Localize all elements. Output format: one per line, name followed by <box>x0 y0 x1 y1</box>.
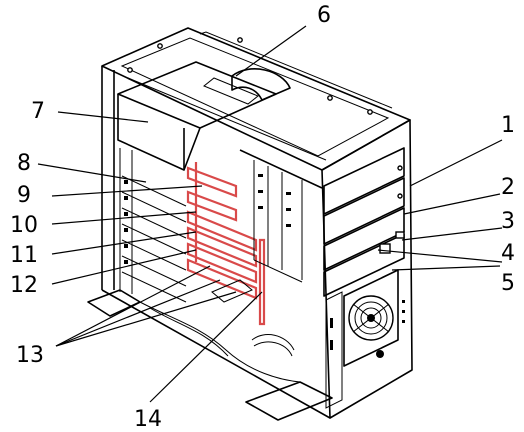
callout-8: 8 <box>17 151 31 176</box>
callout-1: 1 <box>501 113 515 138</box>
callout-6: 6 <box>317 3 331 28</box>
top-rails <box>127 31 393 161</box>
power-supply <box>117 61 277 171</box>
callout-2: 2 <box>501 175 515 200</box>
cables <box>211 279 295 357</box>
top-handle <box>231 68 291 101</box>
callout-9: 9 <box>17 183 31 208</box>
chassis-base <box>87 289 333 421</box>
chassis-outline <box>101 27 413 419</box>
front-lower-panel <box>325 291 405 409</box>
drive-cage <box>239 149 323 283</box>
front-drive-bays <box>323 147 405 297</box>
front-fan <box>343 269 399 367</box>
callout-7: 7 <box>31 99 45 124</box>
callout-14: 14 <box>134 407 162 432</box>
rear-slot-guides <box>119 148 187 303</box>
callout-5: 5 <box>501 271 515 296</box>
callout-3: 3 <box>501 209 515 234</box>
callout-13: 13 <box>16 343 44 368</box>
callout-4: 4 <box>501 241 515 266</box>
callout-labels: 1 2 3 4 5 6 7 8 9 10 11 12 13 14 <box>10 3 515 432</box>
callout-11: 11 <box>10 243 38 268</box>
callout-12: 12 <box>10 273 38 298</box>
callout-10: 10 <box>10 213 38 238</box>
leader-lines <box>37 25 503 403</box>
